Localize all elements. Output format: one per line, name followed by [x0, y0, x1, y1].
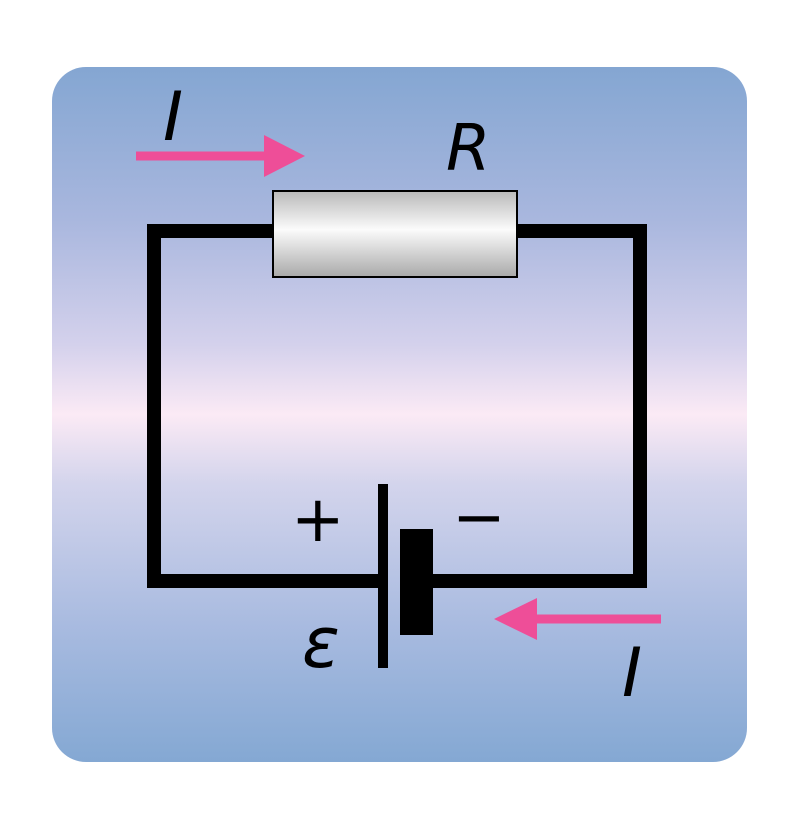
battery-negative-plate [400, 529, 433, 635]
current-arrow-bottom [494, 598, 661, 640]
diagram-background-panel [52, 67, 747, 762]
current-arrow-top [136, 135, 305, 177]
resistor [272, 190, 518, 278]
wire-right [426, 224, 647, 588]
circuit-wires [147, 224, 647, 588]
resistor-label: R [446, 112, 490, 186]
wire-left-top [147, 224, 383, 588]
battery-positive-plate [378, 484, 388, 668]
emf-label: ε [302, 602, 340, 684]
plus-sign: + [291, 483, 345, 557]
current-label-bottom: I [622, 634, 642, 713]
minus-sign: − [452, 481, 506, 555]
battery [378, 484, 433, 668]
current-label-top: I [163, 78, 183, 157]
